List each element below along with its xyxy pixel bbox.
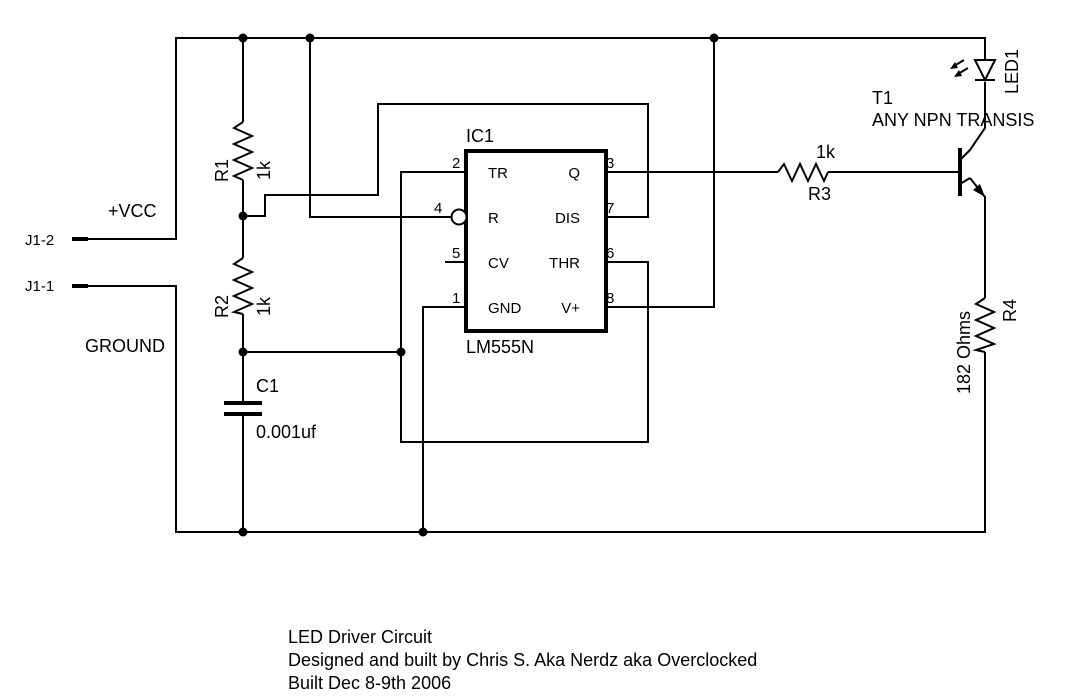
junction-dot: [305, 33, 315, 43]
resistor-r3-value: 1k: [816, 142, 836, 162]
transistor-t1-value: ANY NPN TRANSIS: [872, 110, 1034, 130]
junction-dot: [238, 33, 248, 43]
resistor-r1-zigzag: [231, 121, 255, 181]
resistor-r3: 1k R3: [777, 142, 836, 204]
connector-j1: J1-2 J1-1 +VCC GROUND: [25, 201, 165, 356]
pin-name-tr: TR: [488, 165, 508, 182]
title-notes: LED Driver Circuit Designed and built by…: [288, 627, 757, 693]
note-title: LED Driver Circuit: [288, 627, 432, 647]
transistor-t1: T1 ANY NPN TRANSIS: [872, 88, 1034, 197]
led-led1: LED1: [950, 49, 1022, 94]
resistor-r4-ref: R4: [1000, 299, 1020, 322]
emitter-wire: [969, 177, 986, 298]
junction-dot: [418, 527, 428, 537]
resistor-r3-zigzag: [777, 161, 829, 184]
resistor-r4: R4 182 Ohms: [954, 297, 1020, 394]
ic-ref: IC1: [466, 126, 494, 146]
transistor-t1-emitter-arrow: [973, 184, 985, 197]
wires: [82, 37, 986, 533]
note-designer: Designed and built by Chris S. Aka Nerdz…: [288, 650, 757, 670]
vcc-label: +VCC: [108, 201, 157, 221]
capacitor-c1-value: 0.001uf: [256, 422, 317, 442]
ic-vplus-wire: [606, 38, 715, 308]
pin-name-thr: THR: [549, 255, 580, 272]
capacitor-c1-ref: C1: [256, 376, 279, 396]
resistor-r1-ref: R1: [212, 159, 232, 182]
junctions: [238, 33, 719, 537]
resistor-r4-value: 182 Ohms: [954, 311, 974, 394]
junction-dot: [238, 347, 248, 357]
junction-dot: [709, 33, 719, 43]
note-build-date: Built Dec 8-9th 2006: [288, 673, 451, 693]
led-light-ray-head: [950, 62, 958, 69]
pin-number-gnd: 1: [452, 290, 460, 307]
resistor-r2-value: 1k: [254, 296, 274, 316]
ic-gnd-wire: [422, 306, 466, 532]
resistor-r1-value: 1k: [254, 160, 274, 180]
junction-dot: [396, 347, 406, 357]
pin-name-q: Q: [568, 165, 580, 182]
reset-inversion-bubble: [450, 208, 468, 226]
vcc-rail-wire: [82, 37, 986, 240]
trigger-wire: [400, 171, 649, 443]
transistor-t1-collector: [959, 149, 971, 161]
led-triangle: [973, 59, 997, 83]
pin-number-vplus: 8: [606, 290, 614, 307]
ground-rail-wire: [82, 285, 986, 533]
transistor-t1-ref: T1: [872, 88, 893, 108]
reset-wire: [309, 38, 451, 218]
transistor-t1-emitter: [959, 177, 971, 185]
ic-body: [464, 149, 608, 333]
pin-name-r: R: [488, 210, 499, 227]
led-ref: LED1: [1002, 49, 1022, 94]
collector-wire: [969, 82, 986, 151]
pin-number-q: 3: [606, 155, 614, 172]
resistor-r4-zigzag: [972, 297, 997, 353]
led-light-ray-head: [954, 70, 962, 77]
pin-name-gnd: GND: [488, 300, 522, 317]
pin-number-cv: 5: [452, 245, 460, 262]
resistor-r3-ref: R3: [808, 184, 831, 204]
pin-name-vplus: V+: [561, 300, 580, 317]
resistor-r2-zigzag: [230, 257, 255, 315]
pin-name-cv: CV: [488, 255, 509, 272]
junction-dot: [238, 527, 248, 537]
capacitor-c1: C1 0.001uf: [224, 376, 317, 442]
ic-lm555: IC1 LM555N 2 TR 4 R 5 CV 1 GND 3 Q 7 DIS…: [434, 126, 614, 357]
resistor-r1: R1 1k: [212, 121, 274, 182]
pin-name-dis: DIS: [555, 210, 580, 227]
discharge-wire: [243, 103, 649, 218]
pin-number-dis: 7: [606, 200, 614, 217]
connector-j1-1-label: J1-1: [25, 278, 54, 295]
resistor-r2: R2 1k: [212, 257, 274, 318]
pin-number-tr: 2: [452, 155, 460, 172]
pin-number-r: 4: [434, 200, 442, 217]
junction-dot: [238, 211, 248, 221]
ground-label: GROUND: [85, 336, 165, 356]
pin-number-thr: 6: [606, 245, 614, 262]
connector-j1-2-label: J1-2: [25, 232, 54, 249]
ic-part-number: LM555N: [466, 337, 534, 357]
resistor-r2-ref: R2: [212, 295, 232, 318]
